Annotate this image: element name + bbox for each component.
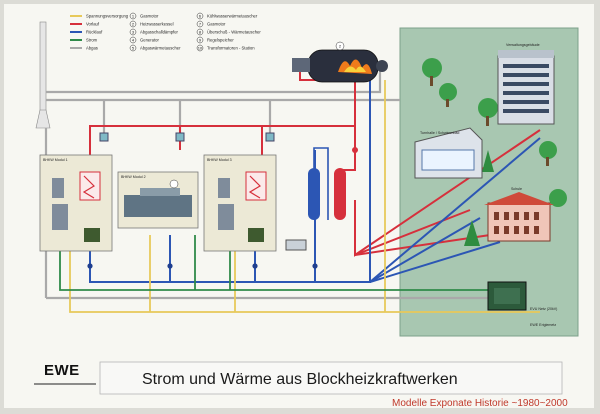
- legend-num-col-2: 6 7 8 9 10 Kühlwasserwärmetauscher Gasmo…: [196, 12, 261, 52]
- legend-numlabel-5: Abgaswärmetauscher: [140, 46, 181, 51]
- evu2-label: EWE Eriglemetz: [530, 323, 556, 327]
- boiler-number: 2: [339, 44, 342, 49]
- watermark-text: Modelle Exponate Historie ~1980~2000: [392, 398, 568, 409]
- module-2-label: BHKW Modul 2: [121, 175, 146, 179]
- storage-tanks: [308, 147, 346, 220]
- legend-num-6: 6: [199, 14, 202, 19]
- legend-numlabel-8: Überschuß - Wärmetauscher: [207, 30, 261, 35]
- bhkw-module-3: BHKW Modul 3: [203, 154, 277, 252]
- legend-num-9: 9: [199, 38, 202, 43]
- legend-numlabel-9: Regelspeicher: [207, 38, 234, 43]
- legend-num-1: 1: [132, 14, 135, 19]
- legend-numlabel-2: Heizwasserkessel: [140, 22, 174, 27]
- school-building: Schule: [484, 187, 554, 242]
- ewe-brand-text: EWE: [44, 362, 80, 379]
- office-building: Verwaltungsgebäude: [497, 43, 555, 125]
- legend-label-power: Strom: [86, 38, 98, 43]
- legend-num-10: 10: [198, 46, 203, 51]
- legend-numlabel-4: Generator: [140, 38, 159, 43]
- chimney: [35, 21, 51, 129]
- legend-num-4: 4: [132, 38, 135, 43]
- heating-boiler: 2: [292, 41, 388, 83]
- module-3-label: BHKW Modul 3: [207, 158, 232, 162]
- legend-label-flow: Vorlauf: [86, 22, 100, 27]
- legend-numlabel-6: Kühlwasserwärmetauscher: [207, 14, 258, 19]
- evu-label: EVU Netz (20kV): [530, 307, 557, 311]
- legend-num-2: 2: [132, 22, 135, 27]
- hall-label: Turnhalle / Schwimmbad: [420, 131, 459, 135]
- legend: Spannungsversorgung Vorlauf Rücklauf Str…: [70, 12, 261, 52]
- legend-num-5: 5: [132, 46, 135, 51]
- legend-label-exhaust: Abgas: [86, 46, 98, 51]
- legend-numlabel-7: Gasmotor: [207, 22, 226, 27]
- legend-num-3: 3: [132, 30, 135, 35]
- legend-numlabel-1: Gasmotor: [140, 14, 159, 19]
- legend-num-8: 8: [199, 30, 202, 35]
- module-1-label: BHKW Modul 1: [43, 158, 68, 162]
- legend-num-col-1: 1 2 3 4 5 Gasmotor Heizwasserkessel Abga…: [129, 12, 181, 52]
- legend-num-7: 7: [199, 22, 202, 27]
- bhkw-module-2: BHKW Modul 2: [117, 171, 199, 229]
- bhkw-module-1: BHKW Modul 1: [39, 154, 113, 252]
- sports-hall: Turnhalle / Schwimmbad: [414, 127, 483, 179]
- legend-label-supply: Spannungsversorgung: [86, 14, 129, 19]
- footer-box: [34, 361, 563, 395]
- supply-lines: [69, 80, 540, 313]
- trees: [422, 58, 567, 246]
- legend-numlabel-10: Transformatoren - Station: [207, 46, 255, 51]
- office-label: Verwaltungsgebäude: [506, 43, 540, 47]
- transformer-station: EVU Netz (20kV) EWE Eriglemetz: [487, 281, 557, 327]
- legend-label-return: Rücklauf: [86, 30, 103, 35]
- diagram-caption: Strom und Wärme aus Blockheizkraftwerken: [142, 371, 458, 388]
- legend-numlabel-3: Abgasschalldämpfer: [140, 30, 179, 35]
- small-components: [87, 132, 358, 269]
- school-label: Schule: [511, 187, 522, 191]
